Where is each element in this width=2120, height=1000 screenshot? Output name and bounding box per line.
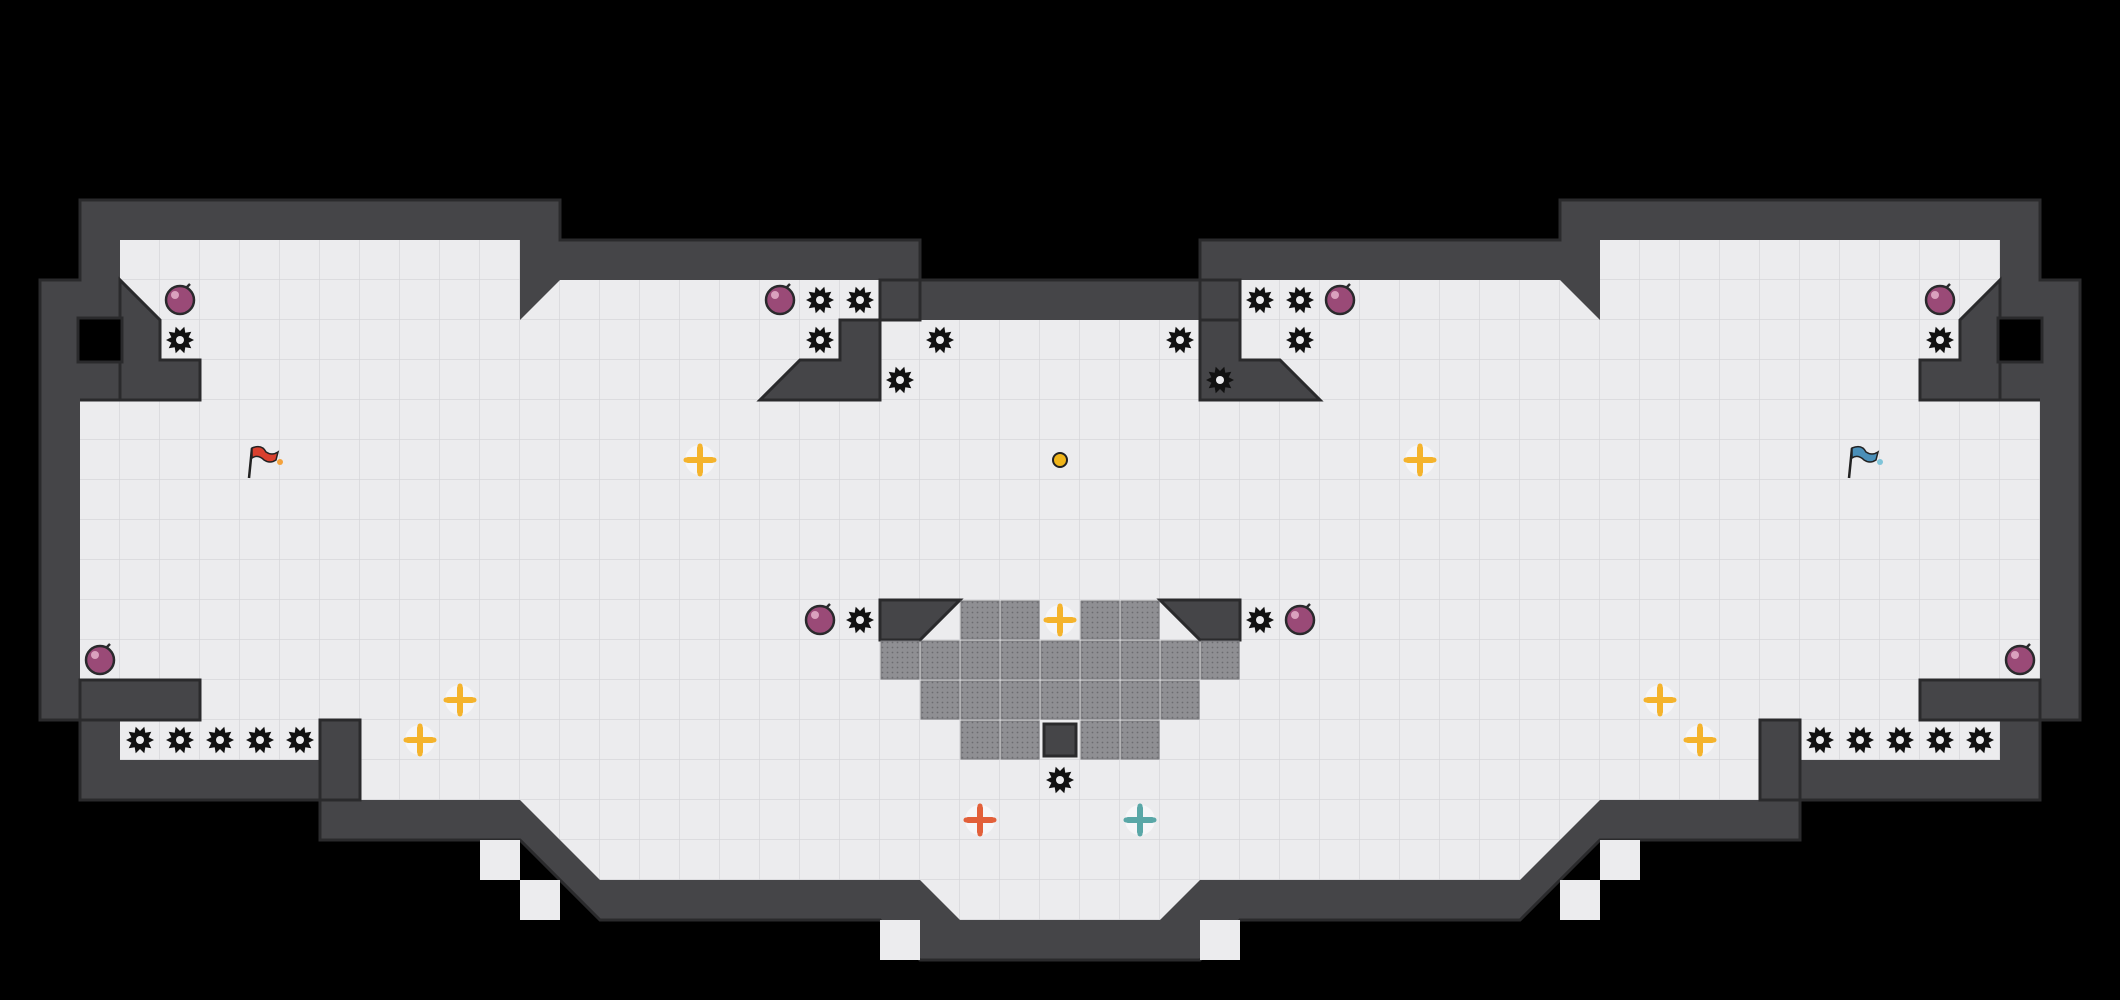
spike-icon — [1206, 366, 1234, 394]
spike-icon — [1846, 726, 1874, 754]
spike-icon — [1926, 726, 1954, 754]
wall-right-corner — [1918, 276, 2040, 402]
inner-walls — [78, 276, 2042, 802]
spike-icon — [1806, 726, 1834, 754]
speed-pad — [1040, 680, 1080, 720]
bomb-icon — [1284, 603, 1316, 636]
spike-icon — [1926, 326, 1954, 354]
speed-pad — [1120, 640, 1160, 680]
boost-icon — [683, 443, 717, 477]
spike-icon — [1286, 286, 1314, 314]
speed-pad — [920, 680, 960, 720]
wall-center-right-ramp — [1156, 598, 1242, 642]
blue-flag-icon[interactable] — [1847, 445, 1883, 479]
wall-left-bottom-step — [318, 718, 362, 802]
speed-pad — [1000, 640, 1040, 680]
spike-icon — [1246, 286, 1274, 314]
center-block — [1042, 722, 1078, 758]
boost-icon — [443, 683, 477, 717]
boost-icon — [1043, 603, 1077, 637]
wall-top-left-spike-step — [878, 278, 922, 322]
speed-pad — [960, 600, 1000, 640]
bomb-icon — [1924, 283, 1956, 316]
speed-pad-cluster — [880, 600, 1240, 760]
spike-icon — [1046, 766, 1074, 794]
blue-boost-icon — [1123, 803, 1157, 837]
bomb-icon — [1324, 283, 1356, 316]
red-flag-icon[interactable] — [247, 445, 283, 479]
wall-center-left-ramp — [878, 598, 964, 642]
speed-pad — [1200, 640, 1240, 680]
bomb-icon — [764, 283, 796, 316]
spike-icon — [1966, 726, 1994, 754]
bomb-icon — [84, 643, 116, 676]
spike-icon — [846, 606, 874, 634]
spike-icon — [246, 726, 274, 754]
boost-icon — [1403, 443, 1437, 477]
wall-right-bottom-step — [1758, 718, 1802, 802]
speed-pad — [1000, 680, 1040, 720]
spike-icon — [166, 326, 194, 354]
spike-icon — [1166, 326, 1194, 354]
left-hole — [76, 316, 124, 364]
speed-pad — [1080, 640, 1120, 680]
outer-notches — [480, 840, 1640, 960]
wall-left-lower — [78, 678, 202, 722]
speed-pad — [1120, 680, 1160, 720]
speed-pad — [1120, 600, 1160, 640]
spike-icon — [806, 326, 834, 354]
bomb-icon — [804, 603, 836, 636]
spike-icon — [166, 726, 194, 754]
spike-icon — [926, 326, 954, 354]
boost-icon — [403, 723, 437, 757]
speed-pad — [1160, 640, 1200, 680]
speed-pad — [1040, 640, 1080, 680]
spike-icon — [806, 286, 834, 314]
spike-icon — [286, 726, 314, 754]
boost-icon — [1643, 683, 1677, 717]
wall-left-corner — [80, 276, 202, 402]
bomb-icon — [164, 283, 196, 316]
wall-top-right-spike-step — [1198, 278, 1242, 322]
spike-icon — [846, 286, 874, 314]
speed-pad — [1080, 720, 1120, 760]
red-boost-icon — [963, 803, 997, 837]
spike-icon — [1286, 326, 1314, 354]
speed-pad — [920, 640, 960, 680]
speed-pad — [1160, 680, 1200, 720]
speed-pad — [960, 640, 1000, 680]
spike-icon — [206, 726, 234, 754]
spike-icon — [126, 726, 154, 754]
speed-pad — [1080, 600, 1120, 640]
arena-floor — [80, 240, 2040, 920]
game-pieces — [84, 283, 2036, 837]
wall-right-lower — [1918, 678, 2042, 722]
speed-pad — [1120, 720, 1160, 760]
speed-pad — [1000, 720, 1040, 760]
speed-pad — [960, 720, 1000, 760]
spike-icon — [1886, 726, 1914, 754]
bomb-icon — [2004, 643, 2036, 676]
speed-pad — [960, 680, 1000, 720]
speed-pad — [880, 640, 920, 680]
spike-icon — [1246, 606, 1274, 634]
spike-icon — [886, 366, 914, 394]
speed-pad — [1080, 680, 1120, 720]
portal-holes — [76, 316, 2044, 364]
speed-pad — [1000, 600, 1040, 640]
boost-icon — [1683, 723, 1717, 757]
right-hole — [1996, 316, 2044, 364]
ball-icon[interactable] — [1052, 452, 1068, 468]
